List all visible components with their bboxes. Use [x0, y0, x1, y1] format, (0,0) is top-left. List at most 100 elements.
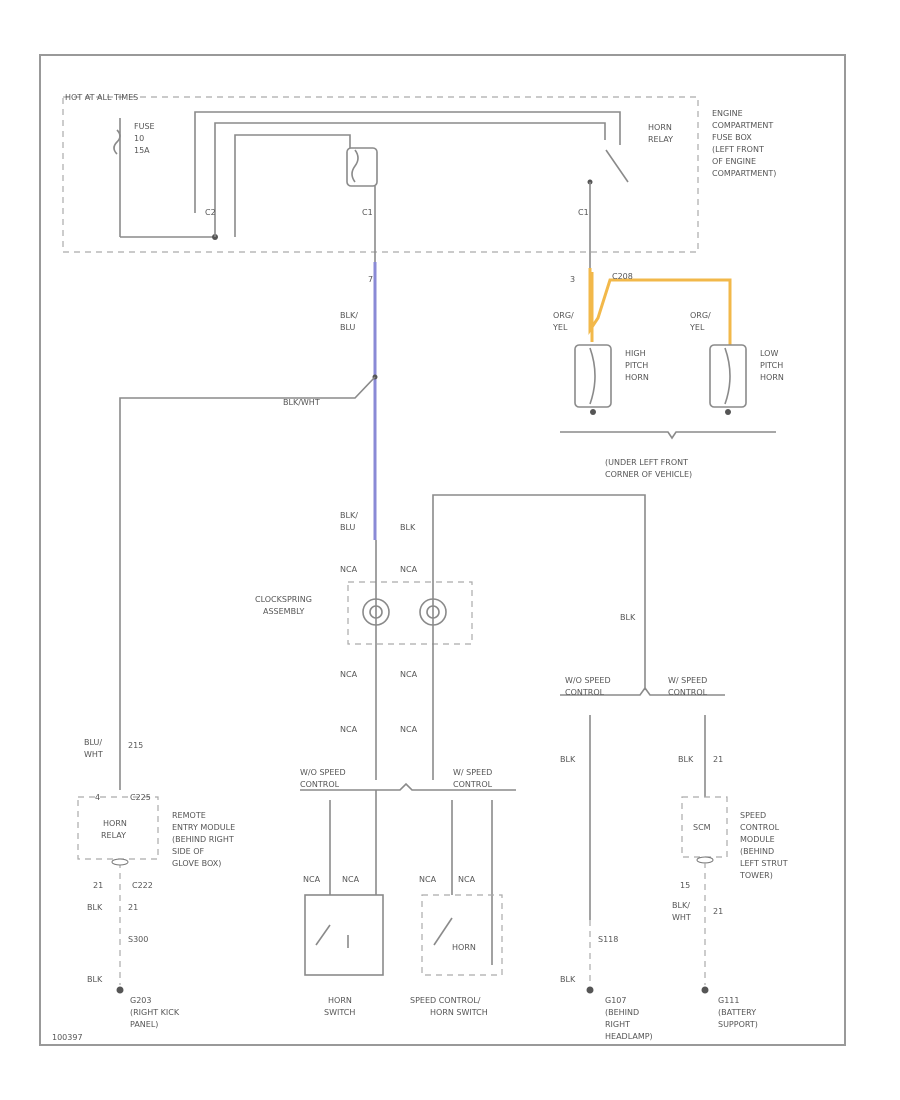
low-horn-label-2: PITCH	[760, 361, 783, 370]
nca-label-3: NCA	[340, 670, 358, 679]
blk-label-clock: BLK	[400, 523, 416, 532]
nca-label-1: NCA	[340, 565, 358, 574]
g107-label-4: HEADLAMP)	[605, 1032, 653, 1041]
fuse-box-outline	[62, 96, 699, 253]
remote-label-5: GLOVE BOX)	[172, 859, 221, 868]
scm-pin-15: 15	[680, 881, 690, 890]
relay-feed-wire-1	[194, 111, 621, 213]
g111-label-3: SUPPORT)	[718, 1020, 758, 1029]
g107-label-3: RIGHT	[605, 1020, 630, 1029]
low-horn-label-3: HORN	[760, 373, 784, 382]
g111-label-1: G111	[718, 996, 739, 1005]
pin-3: 3	[570, 275, 575, 284]
horn-relay-label-2: RELAY	[648, 135, 673, 144]
scm-blkwht-1: BLK/	[672, 901, 690, 910]
footer-code: 100397	[52, 1033, 83, 1042]
g107-blk: BLK	[560, 755, 576, 764]
ground-g107-icon	[586, 986, 594, 994]
speed-horn-contact-icon	[433, 917, 453, 946]
g107-blk-2: BLK	[560, 975, 576, 984]
org-yel-label-2: YEL	[552, 323, 568, 332]
clockspring-label-1: CLOCKSPRING	[255, 595, 312, 604]
pin-7: 7	[368, 275, 373, 284]
horns-location-1: (UNDER LEFT FRONT	[605, 458, 688, 467]
fuse-icon	[113, 118, 121, 237]
wo-speed-control-3: W/O SPEED	[565, 676, 611, 685]
scm-label-1: SPEED	[740, 811, 766, 820]
diagram-frame	[39, 54, 846, 1046]
remote-entry-outline	[77, 796, 159, 860]
remote-label-1: REMOTE	[172, 811, 206, 820]
w-speed-control-1: W/ SPEED	[453, 768, 492, 777]
horn-splice-label: C208	[612, 272, 633, 281]
org-yel-label-1: ORG/	[553, 311, 574, 320]
org-yel-label-3: ORG/	[690, 311, 711, 320]
wo-speed-control-2: CONTROL	[300, 780, 340, 789]
fuse-box-location-4: (LEFT FRONT	[712, 145, 764, 154]
org-yel-label-4: YEL	[689, 323, 705, 332]
remote-label-4: SIDE OF	[172, 847, 204, 856]
ground-g203-icon	[116, 986, 124, 994]
speed-horn-label-2: HORN SWITCH	[430, 1008, 488, 1017]
clockspring-outline	[347, 581, 473, 645]
g203-label-3: PANEL)	[130, 1020, 158, 1029]
high-horn-label-1: HIGH	[625, 349, 646, 358]
nca-label-6: NCA	[400, 725, 418, 734]
blk-speed-wire	[432, 494, 646, 690]
w-speed-control-4: CONTROL	[668, 688, 708, 697]
scm-box-label: SCM	[693, 823, 711, 832]
high-horn-label-3: HORN	[625, 373, 649, 382]
remote-pin-4: 4	[95, 793, 100, 802]
horn-switch-label-2: SWITCH	[324, 1008, 355, 1017]
horn-switch-label-1: HORN	[328, 996, 352, 1005]
remote-relay-1: HORN	[103, 819, 127, 828]
s118-label: S118	[598, 935, 618, 944]
g203-label-2: (RIGHT KICK	[130, 1008, 180, 1017]
blu-wht-label-1: BLU/	[84, 738, 102, 747]
fuse-box-location-6: COMPARTMENT)	[712, 169, 776, 178]
horn-switch-nca-2: NCA	[342, 875, 360, 884]
g107-label-2: (BEHIND	[605, 1008, 639, 1017]
low-pitch-horn-icon	[709, 344, 747, 415]
speed-horn-nca-2: NCA	[458, 875, 476, 884]
blu-wht-label-2: WHT	[84, 750, 103, 759]
nca-label-2: NCA	[400, 565, 418, 574]
fuse-box-location-2: COMPARTMENT	[712, 121, 773, 130]
remote-blk-2: BLK	[87, 975, 103, 984]
ground-g111-icon	[701, 986, 709, 994]
remote-pin-21b: 21	[128, 903, 138, 912]
connector-c1-right: C1	[578, 208, 589, 217]
horn-switch-contact-icon	[315, 924, 349, 948]
scm-label-5: LEFT STRUT	[740, 859, 788, 868]
remote-label-3: (BEHIND RIGHT	[172, 835, 234, 844]
scm-outline	[681, 796, 728, 858]
speed-horn-inner-label: HORN	[452, 943, 476, 952]
remote-blk: BLK	[87, 903, 103, 912]
wo-speed-control-4: CONTROL	[565, 688, 605, 697]
remote-c222: C222	[132, 881, 153, 890]
blk-blu-label-4: BLU	[340, 523, 356, 532]
horn-switch-box	[304, 894, 384, 976]
remote-s300: S300	[128, 935, 148, 944]
fuse-number: 10	[134, 134, 144, 143]
relay-coil	[346, 147, 378, 187]
relay-feed-wire-2	[214, 122, 606, 237]
coil-winding-icon	[351, 149, 359, 183]
speed-horn-switch-outline	[421, 894, 503, 976]
scm-blk: BLK	[678, 755, 694, 764]
scm-label-6: TOWER)	[739, 871, 773, 880]
remote-c225: C225	[130, 793, 151, 802]
speed-horn-nca-1: NCA	[419, 875, 437, 884]
scm-pin-21: 21	[713, 755, 723, 764]
relay-feed-wire-3	[234, 134, 351, 237]
connector-c2: C2	[205, 208, 216, 217]
speed-branch-line-right	[560, 686, 725, 696]
org-yel-wire	[588, 268, 732, 345]
fuse-label: FUSE	[134, 122, 155, 131]
clockspring-label-2: ASSEMBLY	[263, 607, 304, 616]
relay-contact-icon	[605, 149, 629, 183]
wo-speed-control-1: W/O SPEED	[300, 768, 346, 777]
blk-wht-wire	[119, 376, 376, 790]
scm-label-4: (BEHIND	[740, 847, 774, 856]
fuse-box-location-3: FUSE BOX	[712, 133, 752, 142]
